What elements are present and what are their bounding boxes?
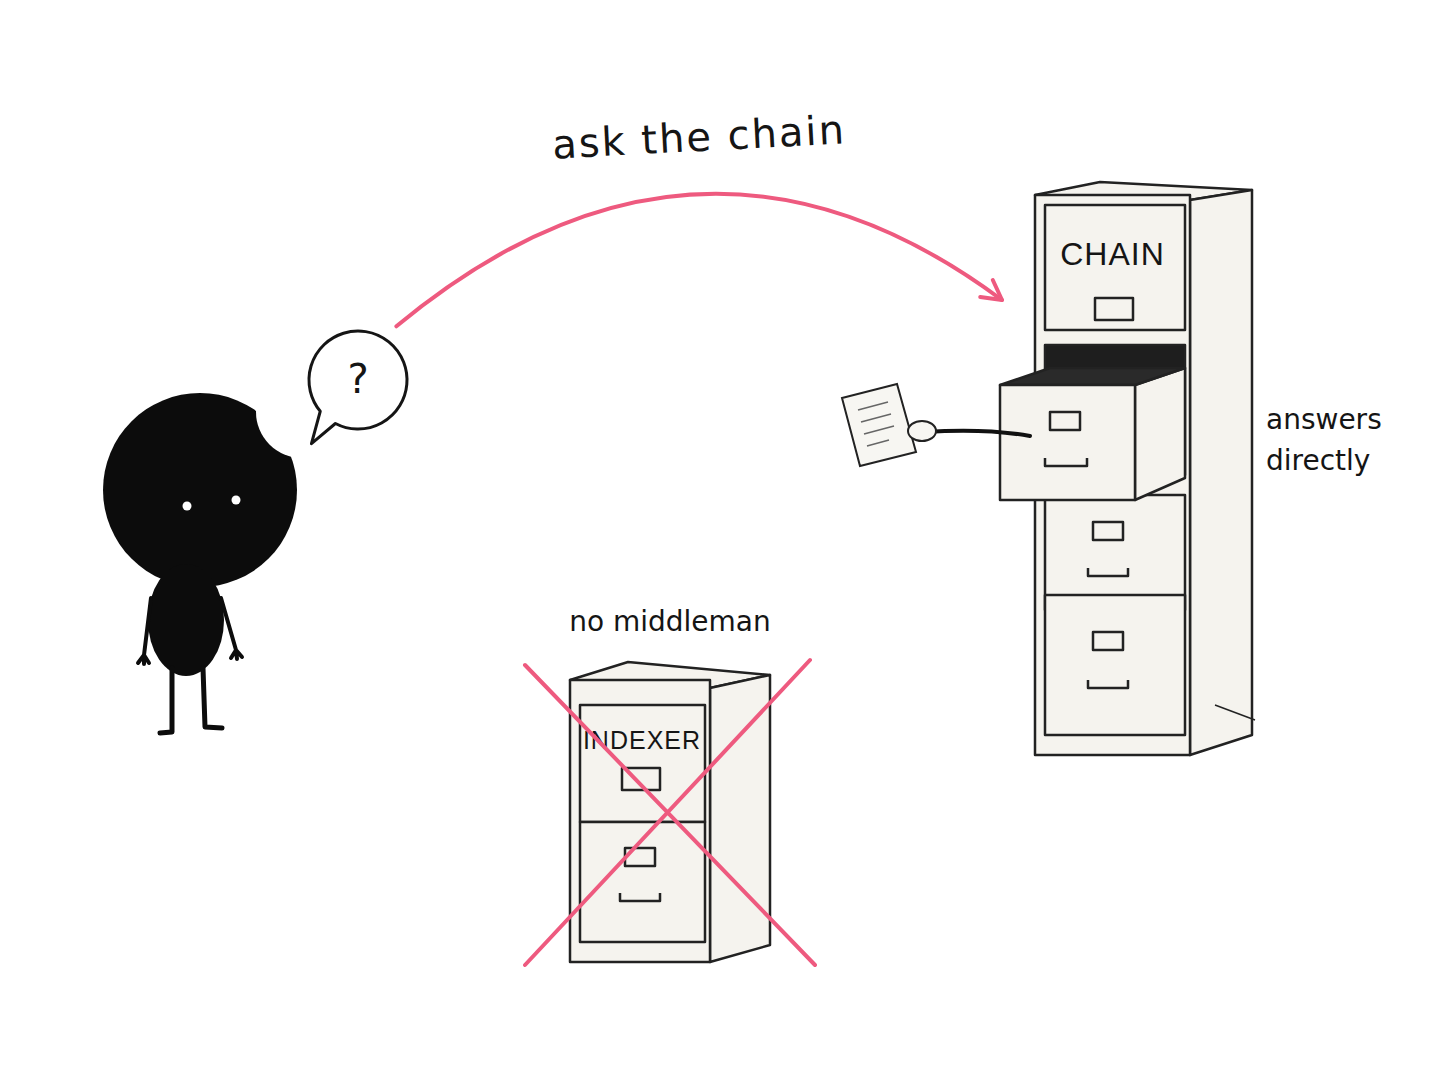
indexer-cabinet (570, 662, 770, 962)
chain-cabinet-box: CHAIN (1000, 180, 1260, 760)
speech-bubble: ? (306, 328, 410, 432)
cross-mark (525, 660, 815, 965)
edge-label: ask the chain (478, 105, 920, 170)
character (103, 393, 297, 733)
paper-hand (842, 384, 1030, 466)
connector-curve (396, 194, 1002, 327)
chain-cabinet (1000, 182, 1255, 755)
cabinet-label: INDEXER (576, 727, 708, 753)
indexer-cabinet-box: no middlemanINDEXER (520, 595, 820, 970)
arrow-head (980, 280, 1002, 300)
cabinet-heading: no middleman (520, 607, 820, 636)
note-label: answers directly (1266, 400, 1416, 481)
cabinet-label: CHAIN (1040, 238, 1185, 272)
question-mark: ? (306, 358, 410, 400)
connector (396, 194, 1002, 327)
